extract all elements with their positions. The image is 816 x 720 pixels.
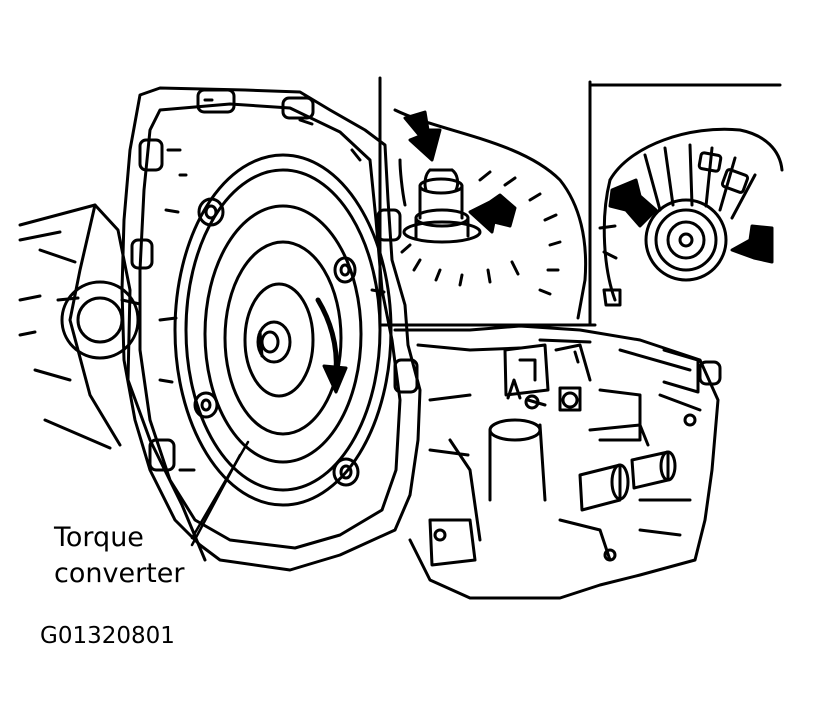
rotation-arrow-icon <box>315 297 348 394</box>
inset-pump-seal-detail <box>598 127 784 307</box>
indicator-arrow-icon <box>608 178 658 228</box>
indicator-arrow-icon <box>730 224 774 264</box>
bell-housing <box>120 86 422 572</box>
callout-label-line-2: converter <box>54 558 185 589</box>
converter-lug-nut <box>333 256 357 284</box>
converter-lug-nut <box>193 391 219 419</box>
inset-converter-hub-detail <box>393 108 588 320</box>
indicator-arrow-icon <box>403 110 442 162</box>
converter-lug-nut <box>332 457 360 487</box>
transmission-case <box>393 324 722 600</box>
callout-leader-line <box>190 440 250 547</box>
callout-label-line-1: Torque <box>54 522 144 553</box>
figure-code: G01320801 <box>40 623 175 649</box>
engine-block-left <box>18 203 207 562</box>
inset-frame <box>378 76 782 327</box>
torque-converter <box>173 153 393 507</box>
converter-lug-nut <box>197 197 225 227</box>
indicator-arrow-icon <box>468 193 517 234</box>
